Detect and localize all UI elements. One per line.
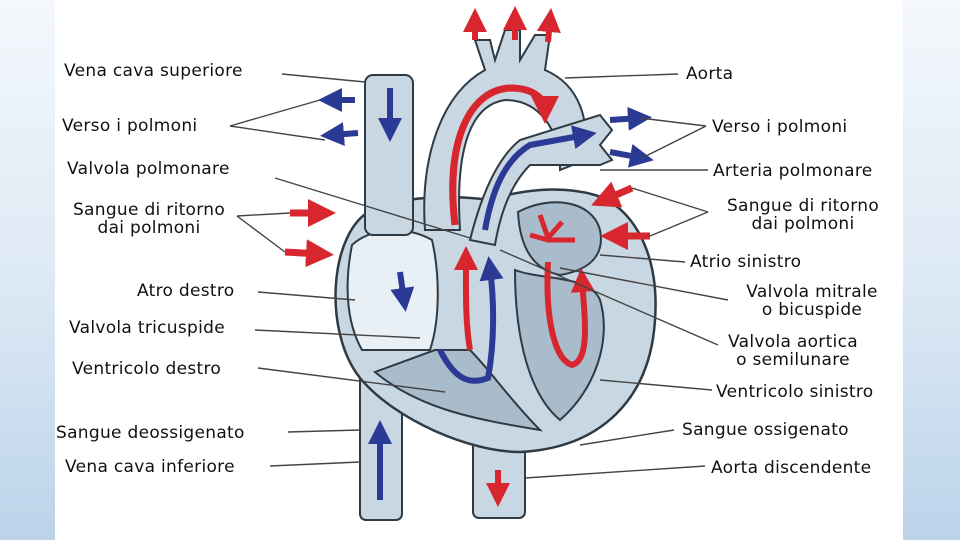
aortic-arch-flow xyxy=(449,84,559,226)
label-valvola-aortica-1: Valvola aortica xyxy=(728,332,858,352)
left-pulmonary-return-2 xyxy=(284,239,334,268)
label-atrio-destro: Atro destro xyxy=(137,281,235,301)
label-vena-cava-inferiore: Vena cava inferiore xyxy=(65,457,235,477)
ascending-flow xyxy=(453,246,478,351)
to-lungs-right-arrow-1 xyxy=(609,106,652,131)
label-atrio-sinistro: Atrio sinistro xyxy=(690,252,802,272)
right-atrium xyxy=(346,229,439,351)
label-sangue-deossigenato: Sangue deossigenato xyxy=(56,423,245,443)
label-valvola-aortica-2: o semilunare xyxy=(736,350,850,370)
label-sangue-ossigenato: Sangue ossigenato xyxy=(682,420,849,440)
label-sangue-ritorno-right-1: Sangue di ritorno xyxy=(726,196,880,216)
pulmonary-artery-flow xyxy=(482,125,597,231)
to-lungs-right-arrow-2 xyxy=(609,143,654,168)
label-vena-cava-superiore: Vena cava superiore xyxy=(64,61,243,81)
left-ventricle-flow xyxy=(544,261,595,369)
left-atrium-flow xyxy=(529,214,575,243)
right-atrium-arrow xyxy=(390,271,415,312)
label-ventricolo-sinistro: Ventricolo sinistro xyxy=(716,382,874,402)
label-verso-polmoni-right: Verso i polmoni xyxy=(712,117,848,137)
label-aorta: Aorta xyxy=(686,64,734,84)
label-sangue-ritorno-right-2: dai polmoni xyxy=(751,214,855,234)
label-valvola-mitrale-1: Valvola mitrale xyxy=(746,282,878,302)
right-ventricle xyxy=(373,349,543,432)
label-sangue-ritorno-left-2: dai polmoni xyxy=(97,218,201,238)
right-pulmonary-return-1 xyxy=(591,181,634,208)
label-valvola-tricuspide: Valvola tricuspide xyxy=(69,318,225,338)
right-ventricle-flow xyxy=(437,256,504,384)
leader-lines xyxy=(229,73,729,479)
to-lungs-left-arrow-2 xyxy=(320,122,359,147)
aorta-arrow-3 xyxy=(536,8,561,43)
label-verso-polmoni-left: Verso i polmoni xyxy=(62,116,198,136)
label-valvola-mitrale-2: o bicuspide xyxy=(761,300,863,320)
label-valvola-polmonare: Valvola polmonare xyxy=(67,159,230,179)
label-aorta-discendente: Aorta discendente xyxy=(711,458,872,478)
superior-vena-cava xyxy=(364,74,414,236)
label-ventricolo-destro: Ventricolo destro xyxy=(72,359,222,379)
label-sangue-ritorno-left-1: Sangue di ritorno xyxy=(72,200,226,220)
label-arteria-polmonare: Arteria polmonare xyxy=(713,161,873,181)
